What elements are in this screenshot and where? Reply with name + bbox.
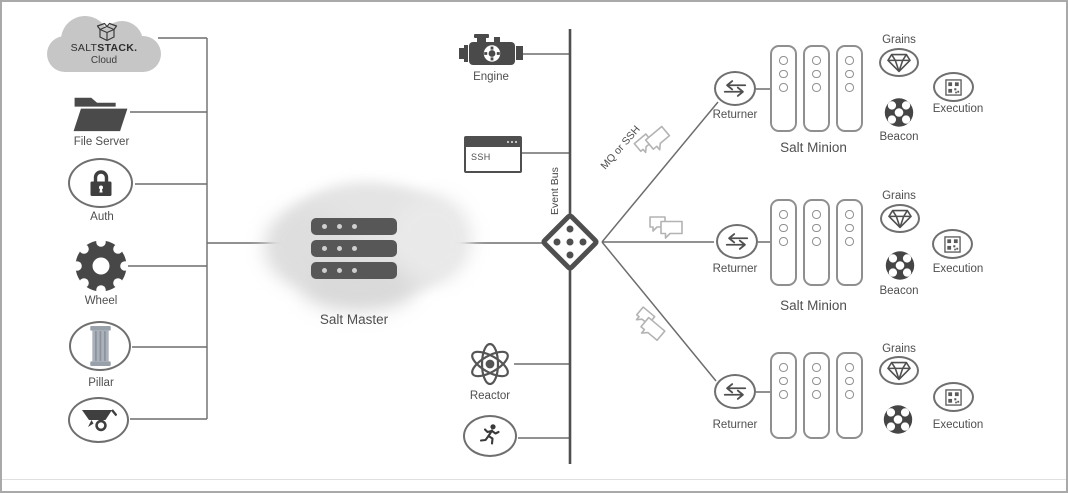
minion-rack-icon [770, 199, 797, 286]
beacon-label: Beacon [879, 285, 919, 297]
minion-rack-icon [836, 199, 863, 286]
grains-label: Grains [882, 343, 916, 355]
returner-icon [714, 71, 756, 106]
file-server-label: File Server [73, 136, 130, 148]
reactor-label: Reactor [469, 390, 511, 402]
grains-label: Grains [882, 34, 916, 46]
grains-icon [879, 48, 919, 77]
minion-rack-icon [836, 45, 863, 132]
bottom-inner-line [2, 479, 1066, 480]
execution-label: Execution [932, 263, 984, 275]
padlock-icon [68, 158, 133, 208]
minion-rack-icon [836, 352, 863, 439]
execution-icon [933, 72, 974, 102]
returner-icon [716, 224, 758, 259]
pillar-label: Pillar [88, 377, 114, 389]
returner-rack-lines [756, 88, 770, 393]
minion-rack-icon [803, 45, 830, 132]
folder-icon [72, 89, 130, 134]
returner-label: Returner [712, 419, 758, 431]
returner-icon [714, 374, 756, 409]
wheel-icon [74, 239, 128, 293]
server-stack-icon [311, 218, 397, 235]
bus-feeder-lines [514, 53, 570, 439]
cloud-label: Cloud [90, 55, 118, 66]
wheel-label: Wheel [84, 295, 118, 307]
event-router-icon [541, 213, 599, 271]
saltstack-cloud: SALTSTACK. Cloud [47, 12, 161, 72]
salt-master-label: Salt Master [319, 312, 389, 327]
salt-minion-label: Salt Minion [780, 298, 847, 313]
fanout-lines [601, 101, 719, 382]
auth-label: Auth [90, 211, 114, 223]
minion-rack-icon [803, 199, 830, 286]
returner-label: Returner [712, 109, 758, 121]
minion-rack-icon [770, 45, 797, 132]
grains-icon [880, 204, 920, 233]
wheelbarrow-icon [68, 397, 129, 443]
returner-label: Returner [712, 263, 758, 275]
reactor-icon [466, 341, 514, 387]
minion-rack-icon [770, 352, 797, 439]
ssh-label: SSH [471, 152, 491, 162]
minion-rack-icon [803, 352, 830, 439]
window-dots-icon [506, 141, 517, 144]
salt-master-blob-patch [390, 195, 472, 283]
ssh-window-titlebar [466, 138, 520, 147]
pillar-icon [69, 321, 131, 371]
beacon-icon [882, 97, 916, 128]
execution-label: Execution [932, 419, 984, 431]
execution-label: Execution [932, 103, 984, 115]
salt-minion-label: Salt Minion [780, 140, 847, 155]
grains-label: Grains [882, 190, 916, 202]
server-stack-icon [311, 262, 397, 279]
ssh-window-icon: SSH [464, 136, 522, 173]
engine-label: Engine [473, 71, 509, 83]
execution-icon [932, 229, 973, 259]
beacon-label: Beacon [879, 131, 919, 143]
event-bus-label: Event Bus [549, 167, 561, 215]
left-bus-lines [128, 37, 208, 420]
chat-icon [648, 213, 684, 241]
execution-icon [933, 382, 974, 412]
grains-icon [879, 356, 919, 385]
saltstack-brand: SALTSTACK. [70, 42, 138, 54]
beacon-icon [883, 250, 917, 281]
server-stack-icon [311, 240, 397, 257]
package-icon [96, 21, 118, 42]
runner-icon [463, 415, 517, 457]
beacon-icon [881, 404, 915, 435]
engine-icon [459, 34, 523, 72]
